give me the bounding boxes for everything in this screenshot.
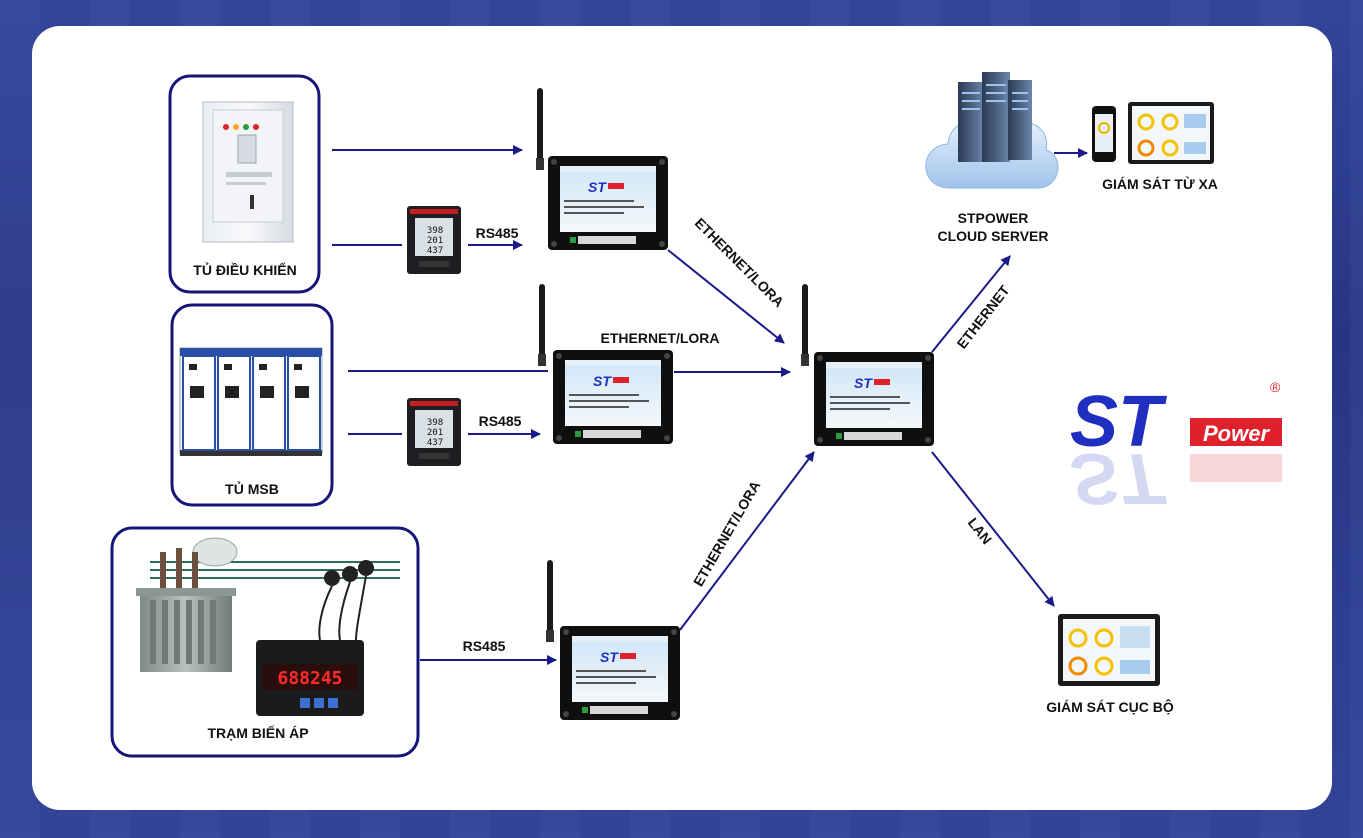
- logo-text-sub: Power: [1203, 421, 1270, 446]
- svg-text:437: 437: [427, 438, 443, 448]
- control-cabinet-image: [202, 101, 294, 243]
- frame-substation: [110, 526, 420, 758]
- label-ethernet-lora-mid: ETHERNET/LORA: [601, 330, 720, 346]
- gateway-bottom: [560, 626, 680, 720]
- label-msb-cabinet: TỦ MSB: [225, 480, 279, 497]
- stpower-logo: ST Power ® ST: [1070, 379, 1282, 518]
- label-ethernet-cloud: ETHERNET: [954, 282, 1013, 352]
- substation-image: 688245: [136, 537, 400, 716]
- svg-text:201: 201: [427, 428, 443, 438]
- svg-text:201: 201: [427, 236, 443, 246]
- logo-registered-mark: ®: [1270, 379, 1281, 395]
- local-monitor-screen: [1058, 614, 1160, 686]
- msb-cabinet-image: [179, 347, 323, 456]
- cloud-label-line2: CLOUD SERVER: [938, 228, 1049, 244]
- label-rs485-top: RS485: [476, 225, 519, 241]
- power-meter-mid: 398 201 437: [407, 398, 461, 466]
- antenna-top: [536, 88, 544, 170]
- remote-monitor-devices: [1092, 102, 1214, 164]
- svg-text:ST: ST: [1070, 438, 1168, 518]
- gateway-mid: [553, 350, 673, 444]
- frame-control-cabinet: [168, 74, 321, 294]
- label-local-monitoring: GIÁM SÁT CỤC BỘ: [1046, 698, 1174, 715]
- svg-text:437: 437: [427, 246, 443, 256]
- antenna-bottom: [546, 560, 554, 642]
- label-substation: TRẠM BIẾN ÁP: [207, 725, 308, 741]
- label-remote-monitoring: GIÁM SÁT TỪ XA: [1102, 175, 1218, 192]
- logo-text-main: ST: [1070, 382, 1168, 462]
- svg-text:398: 398: [427, 226, 443, 236]
- gateway-center: [814, 352, 934, 446]
- antenna-center: [801, 284, 809, 366]
- label-control-cabinet: TỦ ĐIỀU KHIỂN: [193, 261, 296, 278]
- antenna-mid: [538, 284, 546, 366]
- cloud-label-line1: STPOWER: [958, 210, 1029, 226]
- label-ethernet-lora-top: ETHERNET/LORA: [692, 215, 787, 310]
- label-rs485-bottom: RS485: [463, 638, 506, 654]
- gateway-top: [548, 156, 668, 250]
- substation-meter-reading: 688245: [277, 668, 342, 689]
- svg-text:398: 398: [427, 418, 443, 428]
- label-rs485-mid: RS485: [479, 413, 522, 429]
- connection-lines: [332, 145, 1088, 665]
- frame-msb-cabinet: [170, 303, 334, 507]
- power-meter-top: 398 201 437: [407, 206, 461, 274]
- label-lan: LAN: [965, 515, 995, 548]
- cloud-server-image: [925, 72, 1059, 189]
